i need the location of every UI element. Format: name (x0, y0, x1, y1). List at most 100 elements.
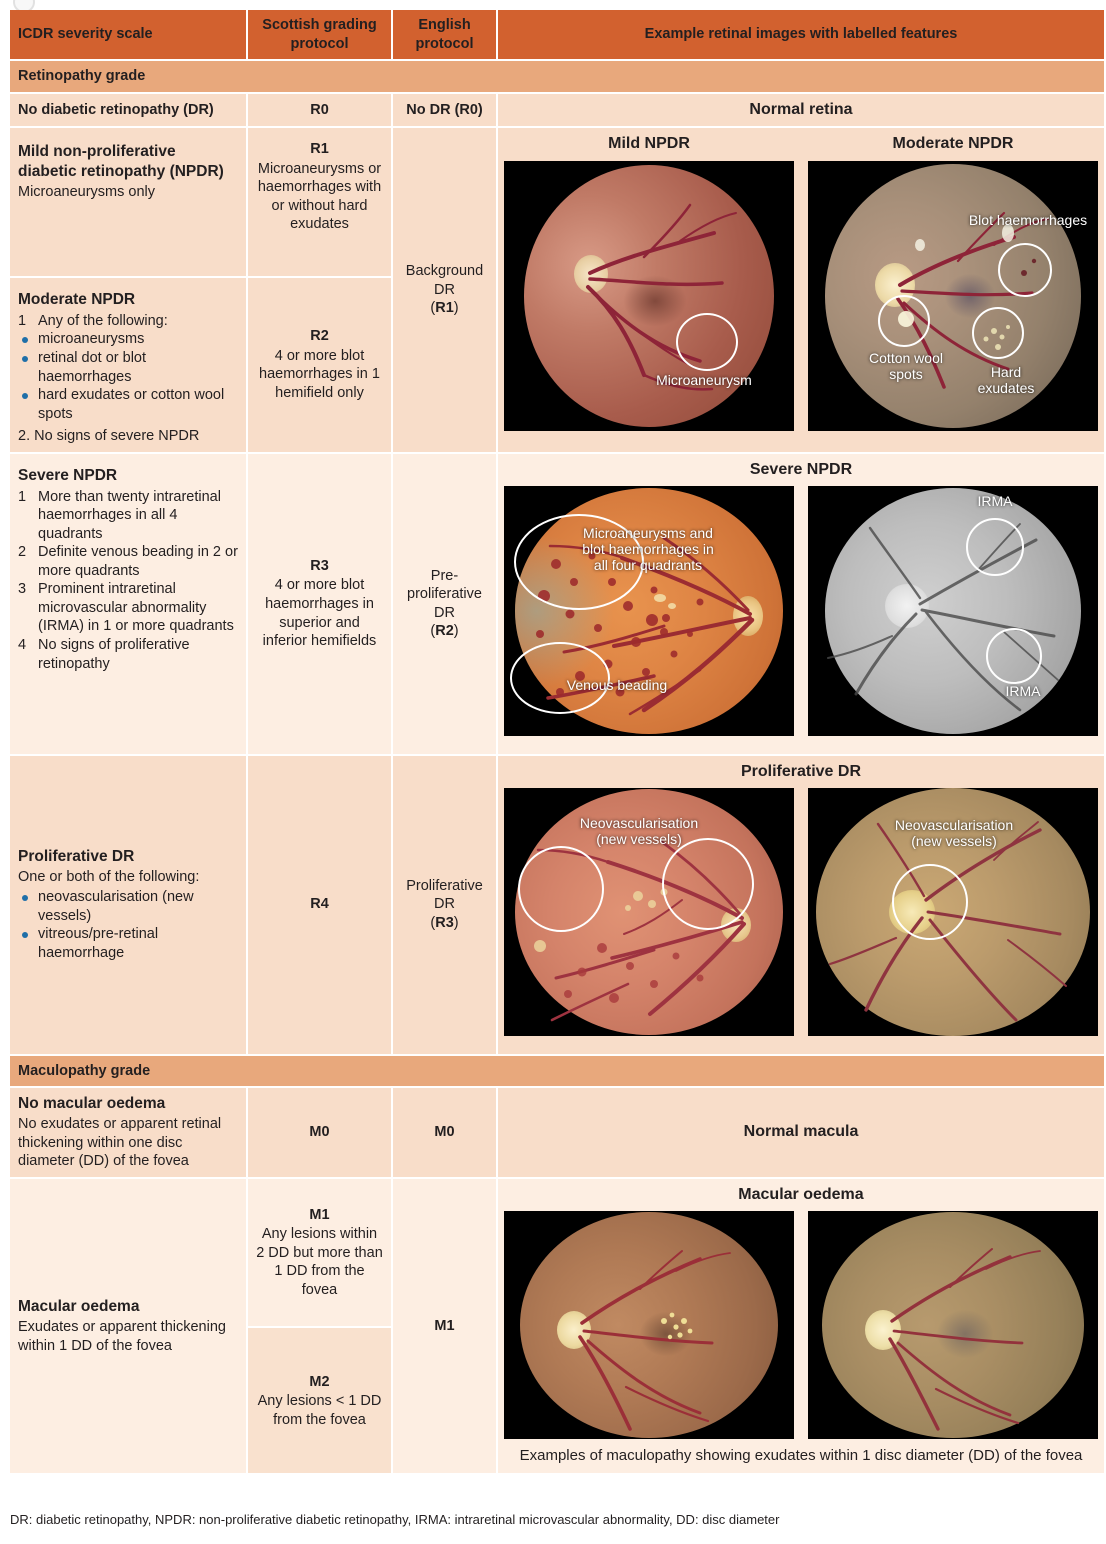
annotation-ring-irma-upper (966, 518, 1024, 577)
list-text: No signs of proliferative retinopathy (38, 636, 190, 672)
cell-example-normal-retina: Normal retina (498, 93, 1104, 127)
icdr-macular-oedema-subtitle: Exudates or apparent thickening within 1… (18, 1318, 226, 1354)
icdr-moderate-bullet-list: microaneurysms retinal dot or blot haemo… (18, 330, 238, 423)
row-macular-oedema-m1: Macular oedema Exudates or apparent thic… (10, 1178, 1104, 1474)
list-item: hard exudates or cotton wool spots (18, 386, 238, 423)
figure-title-proliferative-dr: Proliferative DR (740, 762, 862, 780)
english-preprolif-line1: Pre- (430, 567, 459, 584)
row-mild-npdr: Mild non-proliferative diabetic retinopa… (10, 128, 1104, 452)
row-proliferative-dr: Proliferative DR One or both of the foll… (10, 755, 1104, 1054)
retinal-image-macular-oedema-right (808, 1211, 1098, 1440)
cell-scottish-r0: R0 (248, 93, 391, 127)
list-item: 2 Definite venous beading in 2 or more q… (18, 543, 238, 580)
list-item: vitreous/pre-retinal haemorrhage (18, 925, 238, 962)
icdr-mild-npdr-title: Mild non-proliferative diabetic retinopa… (18, 143, 224, 180)
band-label-retinopathy-grade: Retinopathy grade (10, 61, 1104, 92)
annotation-ring-cotton-wool-spots (878, 294, 930, 347)
cell-scottish-r1: R1 Microaneurysms or haemorrhages with o… (248, 128, 391, 277)
cell-icdr-mild-npdr: Mild non-proliferative diabetic retinopa… (10, 128, 246, 277)
band-row-retinopathy: Retinopathy grade (10, 61, 1104, 92)
cell-icdr-severe-npdr: Severe NPDR 1 More than twenty intrareti… (10, 453, 246, 754)
scottish-m1-code: M1 (309, 1206, 330, 1223)
figure-title-macular-oedema: Macular oedema (738, 1185, 864, 1203)
cell-scottish-m2: M2 Any lesions < 1 DD from the fovea (248, 1328, 391, 1474)
list-text: More than twenty intraretinal haemorrhag… (38, 488, 221, 542)
list-text: Definite venous beading in 2 or more qua… (38, 544, 238, 579)
scottish-r3-code: R3 (310, 557, 329, 574)
row-moderate-npdr: Moderate NPDR 1 Any of the following: mi… (10, 278, 1104, 452)
figure-caption-maculopathy: Examples of maculopathy showing exudates… (519, 1447, 1083, 1465)
scottish-r2-code: R2 (310, 328, 329, 345)
annotation-ring-venous-beading (510, 642, 610, 715)
cell-scottish-r3: R3 4 or more blot haemorrhages in superi… (248, 453, 391, 754)
scottish-r1-description: Microaneurysms or haemorrhages with or w… (257, 160, 382, 233)
retinal-image-moderate-npdr: Blot haemorrhages Cotton wool spots Hard… (808, 160, 1098, 431)
figure-title-severe-npdr: Severe NPDR (749, 460, 853, 478)
figure-mild-moderate-npdr: Mild NPDR (498, 128, 1104, 452)
list-item: retinal dot or blot haemorrhages (18, 349, 238, 386)
icdr-moderate-numbered-list: 1 Any of the following: (18, 312, 238, 331)
scottish-r3-description: 4 or more blot haemorrhages in superior … (262, 577, 377, 650)
figure-title-moderate-npdr: Moderate NPDR (892, 135, 1014, 153)
icdr-proliferative-lead: One or both of the following: (18, 868, 200, 885)
list-number: 3 (18, 581, 27, 598)
list-item: 1 More than twenty intraretinal haemorrh… (18, 488, 238, 544)
scottish-r2-description: 4 or more blot haemorrhages in 1 hemifie… (259, 347, 380, 401)
english-background-line2: DR (434, 281, 455, 298)
cell-icdr-macular-oedema: Macular oedema Exudates or apparent thic… (10, 1178, 246, 1474)
list-item: 1 Any of the following: (18, 312, 238, 331)
retinal-image-proliferative-right: Neovascularisation (new vessels) (808, 788, 1098, 1037)
vessel-overlay-macular-left (578, 1250, 731, 1432)
list-text: Prominent intraretinal microvascular abn… (38, 581, 234, 635)
vessel-overlay-mild (586, 203, 737, 391)
row-no-macular-oedema: No macular oedema No exudates or apparen… (10, 1088, 1104, 1177)
figure-severe-npdr: Severe NPDR (498, 453, 1104, 754)
english-preprolif-line3: DR (434, 604, 455, 621)
cell-english-proliferative-dr: Proliferative DR (R3) (393, 755, 496, 1054)
icdr-mild-npdr-subtitle: Microaneurysms only (18, 183, 155, 200)
list-item: microaneurysms (18, 330, 238, 349)
dr-grading-table: ICDR severity scale Scottish grading pro… (8, 8, 1106, 1475)
icdr-proliferative-title: Proliferative DR (18, 847, 135, 865)
header-scottish-grading-protocol: Scottish grading protocol (248, 10, 391, 60)
cell-english-m0: M0 (393, 1088, 496, 1177)
annotation-ring-blot-haemorrhages (998, 242, 1052, 297)
row-severe-npdr: Severe NPDR 1 More than twenty intrareti… (10, 453, 1104, 754)
cell-icdr-no-macular-oedema: No macular oedema No exudates or apparen… (10, 1088, 246, 1177)
icdr-severe-numbered-list: 1 More than twenty intraretinal haemorrh… (18, 488, 238, 673)
band-row-maculopathy: Maculopathy grade (10, 1055, 1104, 1087)
annotation-ring-neovascularisation-left-a (518, 846, 604, 933)
vessel-overlay-severe-grey (827, 523, 1059, 712)
icdr-moderate-npdr-title: Moderate NPDR (18, 291, 136, 309)
icdr-no-macular-oedema-title: No macular oedema (18, 1095, 166, 1113)
retinal-image-severe-npdr-greyscale: IRMA IRMA (808, 486, 1098, 737)
english-prolif-code: (R3) (430, 915, 459, 932)
scottish-r1-code: R1 (310, 141, 329, 158)
english-preprolif-line2: proliferative (407, 586, 482, 603)
cell-icdr-no-dr: No diabetic retinopathy (DR) (10, 93, 246, 127)
icdr-proliferative-bullet-list: neovascularisation (new vessels) vitreou… (18, 888, 238, 962)
retinal-image-severe-npdr-colour: Microaneurysms and blot haemorrhages in … (504, 486, 794, 737)
vessel-overlay-macular-right (888, 1248, 1041, 1431)
icdr-macular-oedema-title: Macular oedema (18, 1298, 140, 1316)
annotation-ring-hard-exudates (972, 306, 1024, 359)
figure-title-mild-npdr: Mild NPDR (608, 135, 690, 153)
annotation-ring-neovascularisation-right (892, 864, 968, 941)
annotation-ring-neovascularisation-left-b (662, 838, 754, 931)
table-header-row: ICDR severity scale Scottish grading pro… (10, 10, 1104, 60)
english-background-line1: Background (405, 263, 484, 280)
scottish-m2-description: Any lesions < 1 DD from the fovea (257, 1393, 382, 1428)
row-macular-oedema-m2: M2 Any lesions < 1 DD from the fovea (10, 1328, 1104, 1474)
list-item: neovascularisation (new vessels) (18, 888, 238, 925)
cell-english-pre-proliferative-dr: Pre- proliferative DR (R2) (393, 453, 496, 754)
english-prolif-line1: Proliferative (406, 877, 483, 894)
annotation-ring-microaneurysms-blot (514, 514, 644, 611)
cell-scottish-r4: R4 (248, 755, 391, 1054)
figure-macular-oedema: Macular oedema (498, 1178, 1104, 1474)
list-number: 1 (18, 488, 27, 505)
vessel-overlay-moderate (896, 211, 1049, 389)
scottish-m1-description: Any lesions within 2 DD but more than 1 … (256, 1226, 383, 1298)
retinal-image-proliferative-left: Neovascularisation (new vessels) (504, 788, 794, 1037)
list-item: 4 No signs of proliferative retinopathy (18, 636, 238, 673)
cell-scottish-r2: R2 4 or more blot haemorrhages in 1 hemi… (248, 278, 391, 452)
